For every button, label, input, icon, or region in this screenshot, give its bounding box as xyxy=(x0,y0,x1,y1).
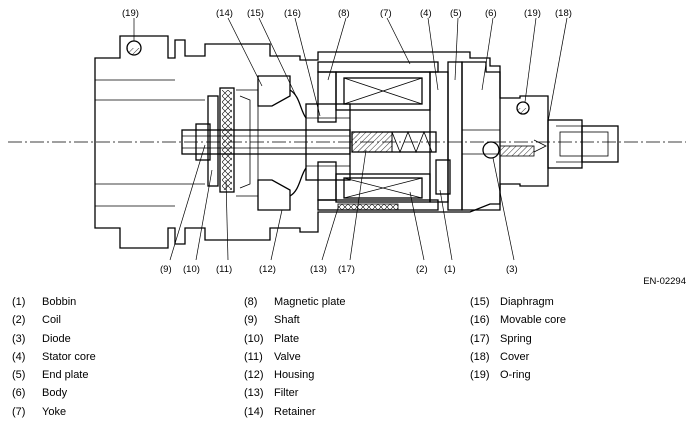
legend-item: (7) Yoke xyxy=(12,406,96,424)
spring-part xyxy=(351,130,437,154)
legend-item: (4) Stator core xyxy=(12,351,96,369)
callout-18: (18) xyxy=(555,8,572,19)
legend-number: (2) xyxy=(12,314,26,327)
cover-part xyxy=(547,119,583,169)
legend-item: (10) Plate xyxy=(244,333,346,351)
legend-item: (14) Retainer xyxy=(244,406,346,424)
callout-7: (7) xyxy=(380,8,392,19)
legend-label: O-ring xyxy=(500,369,531,382)
legend-number: (11) xyxy=(244,350,263,363)
callout-3: (3) xyxy=(506,264,518,275)
legend-column-3: (15) Diaphragm (16) Movable core (17) Sprin… xyxy=(470,296,566,387)
legend-label: Filter xyxy=(274,387,299,400)
legend-number: (16) xyxy=(470,314,490,327)
legend-item: (8) Magnetic plate xyxy=(244,296,346,314)
legend-label: Bobbin xyxy=(42,296,77,308)
legend-item: (3) Diode xyxy=(12,333,96,351)
plate-part xyxy=(207,95,219,187)
legend-label: Shaft xyxy=(274,314,300,327)
body-part xyxy=(461,61,501,211)
solenoid-valve-diagram: (19) (14) (15) (16) (8) (7) (4) (5) (6) … xyxy=(8,8,686,275)
callout-12: (12) xyxy=(259,264,276,275)
legend-item: (9) Shaft xyxy=(244,314,346,332)
legend-label: Plate xyxy=(274,332,300,345)
legend-number: (3) xyxy=(12,332,26,345)
legend-item: (16) Movable core xyxy=(470,314,566,332)
legend-number: (15) xyxy=(470,296,490,308)
callout-2: (2) xyxy=(416,264,428,275)
legend-item: (12) Housing xyxy=(244,369,346,387)
callout-16: (16) xyxy=(284,8,301,19)
valve-part xyxy=(219,87,235,193)
legend-number: (14) xyxy=(244,405,264,418)
legend-number: (7) xyxy=(12,405,26,418)
legend-number: (13) xyxy=(244,387,264,400)
parts-legend: (1) Bobbin (2) Coil (3) Diode (4) Stator cor… xyxy=(0,296,694,432)
legend-number: (19) xyxy=(470,369,490,382)
yoke-part xyxy=(317,61,439,73)
leader-lines xyxy=(133,17,568,261)
legend-item: (5) End plate xyxy=(12,369,96,387)
legend-number: (9) xyxy=(244,314,258,327)
legend-label: Stator core xyxy=(42,350,96,363)
callout-11: (11) xyxy=(216,264,232,275)
legend-item: (11) Valve xyxy=(244,351,346,369)
callout-15: (15) xyxy=(247,8,264,19)
legend-number: (18) xyxy=(470,350,490,363)
legend-item: (17) Spring xyxy=(470,333,566,351)
callout-9: (9) xyxy=(160,264,172,275)
callout-19b: (19) xyxy=(524,8,541,19)
legend-number: (12) xyxy=(244,369,264,382)
legend-number: (5) xyxy=(12,369,26,382)
diaphragm-part xyxy=(289,89,307,197)
callout-6: (6) xyxy=(485,8,497,19)
callout-13: (13) xyxy=(310,264,327,275)
legend-label: End plate xyxy=(42,369,89,382)
legend-label: Retainer xyxy=(274,405,316,418)
callout-14: (14) xyxy=(216,8,233,19)
legend-number: (10) xyxy=(244,332,264,345)
coil-upper xyxy=(343,77,423,105)
legend-label: Movable core xyxy=(500,314,567,327)
legend-label: Spring xyxy=(500,332,532,345)
figure-code: EN-02294 xyxy=(643,276,686,287)
legend-label: Housing xyxy=(274,369,315,382)
callout-4: (4) xyxy=(420,8,432,19)
coil-lower xyxy=(343,177,423,199)
magnetic-plate xyxy=(317,71,337,123)
legend-number: (8) xyxy=(244,296,258,308)
legend-label: Valve xyxy=(274,350,301,363)
movable-core xyxy=(305,103,351,181)
legend-label: Yoke xyxy=(42,405,67,418)
legend-item: (15) Diaphragm xyxy=(470,296,566,314)
filter-part xyxy=(337,203,399,211)
diode-part xyxy=(482,141,500,159)
legend-label: Magnetic plate xyxy=(274,296,346,308)
legend-number: (4) xyxy=(12,350,26,363)
legend-label: Diaphragm xyxy=(500,296,554,308)
legend-item: (18) Cover xyxy=(470,351,566,369)
stator-core xyxy=(429,71,449,203)
callout-5: (5) xyxy=(450,8,462,19)
legend-item: (13) Filter xyxy=(244,387,346,405)
callout-10: (10) xyxy=(183,264,200,275)
callout-1: (1) xyxy=(444,264,456,275)
legend-column-1: (1) Bobbin (2) Coil (3) Diode (4) Stator cor… xyxy=(12,296,96,424)
legend-label: Cover xyxy=(500,350,530,363)
legend-label: Diode xyxy=(42,332,71,345)
callout-8: (8) xyxy=(338,8,350,19)
legend-item: (1) Bobbin xyxy=(12,296,96,314)
legend-item: (2) Coil xyxy=(12,314,96,332)
legend-number: (6) xyxy=(12,387,26,400)
legend-label: Coil xyxy=(42,314,61,327)
legend-number: (1) xyxy=(12,296,26,308)
legend-column-2: (8) Magnetic plate (9) Shaft (10) Plate (11… xyxy=(244,296,346,424)
legend-label: Body xyxy=(42,387,68,400)
legend-item: (19) O-ring xyxy=(470,369,566,387)
legend-item: (6) Body xyxy=(12,387,96,405)
legend-number: (17) xyxy=(470,332,490,345)
retainer-part xyxy=(257,75,291,107)
callout-19a: (19) xyxy=(122,8,139,19)
callout-17: (17) xyxy=(338,264,355,275)
